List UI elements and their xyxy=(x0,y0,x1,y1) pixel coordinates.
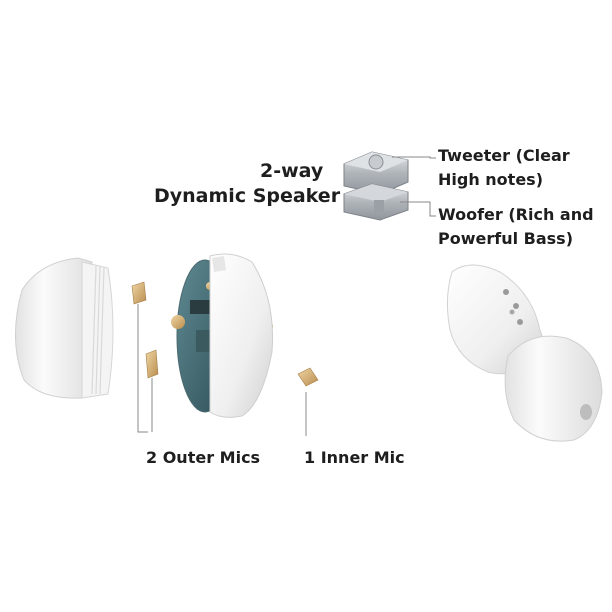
ear-tip-nozzle xyxy=(580,404,592,420)
outer-mic-top xyxy=(131,281,147,305)
speaker-title-line1: 2-way xyxy=(260,160,324,182)
speaker-module xyxy=(343,151,409,221)
outer-shell-cap xyxy=(15,257,114,399)
speaker-title-line2: Dynamic Speaker xyxy=(154,185,341,207)
mic-leader-lines xyxy=(137,304,307,436)
assembled-earbud xyxy=(446,264,603,442)
inner-mic-label: 1 Inner Mic xyxy=(304,448,405,467)
ear-tip xyxy=(504,335,603,442)
inner-mic xyxy=(297,367,319,387)
outer-mic-bottom xyxy=(145,349,159,379)
vent-hole xyxy=(503,289,509,295)
speaker-leader-lines xyxy=(392,156,436,217)
earbud-body-pcb xyxy=(171,253,274,418)
tweeter-label-line1: Tweeter (Clear xyxy=(438,146,570,165)
outer-mics-label: 2 Outer Mics xyxy=(146,448,261,467)
woofer-label-line1: Woofer (Rich and xyxy=(438,205,594,224)
pcb-contact xyxy=(171,315,185,329)
woofer-label-line2: Powerful Bass) xyxy=(438,229,573,248)
tweeter-dome xyxy=(368,154,384,170)
tweeter-label-line2: High notes) xyxy=(438,170,544,189)
